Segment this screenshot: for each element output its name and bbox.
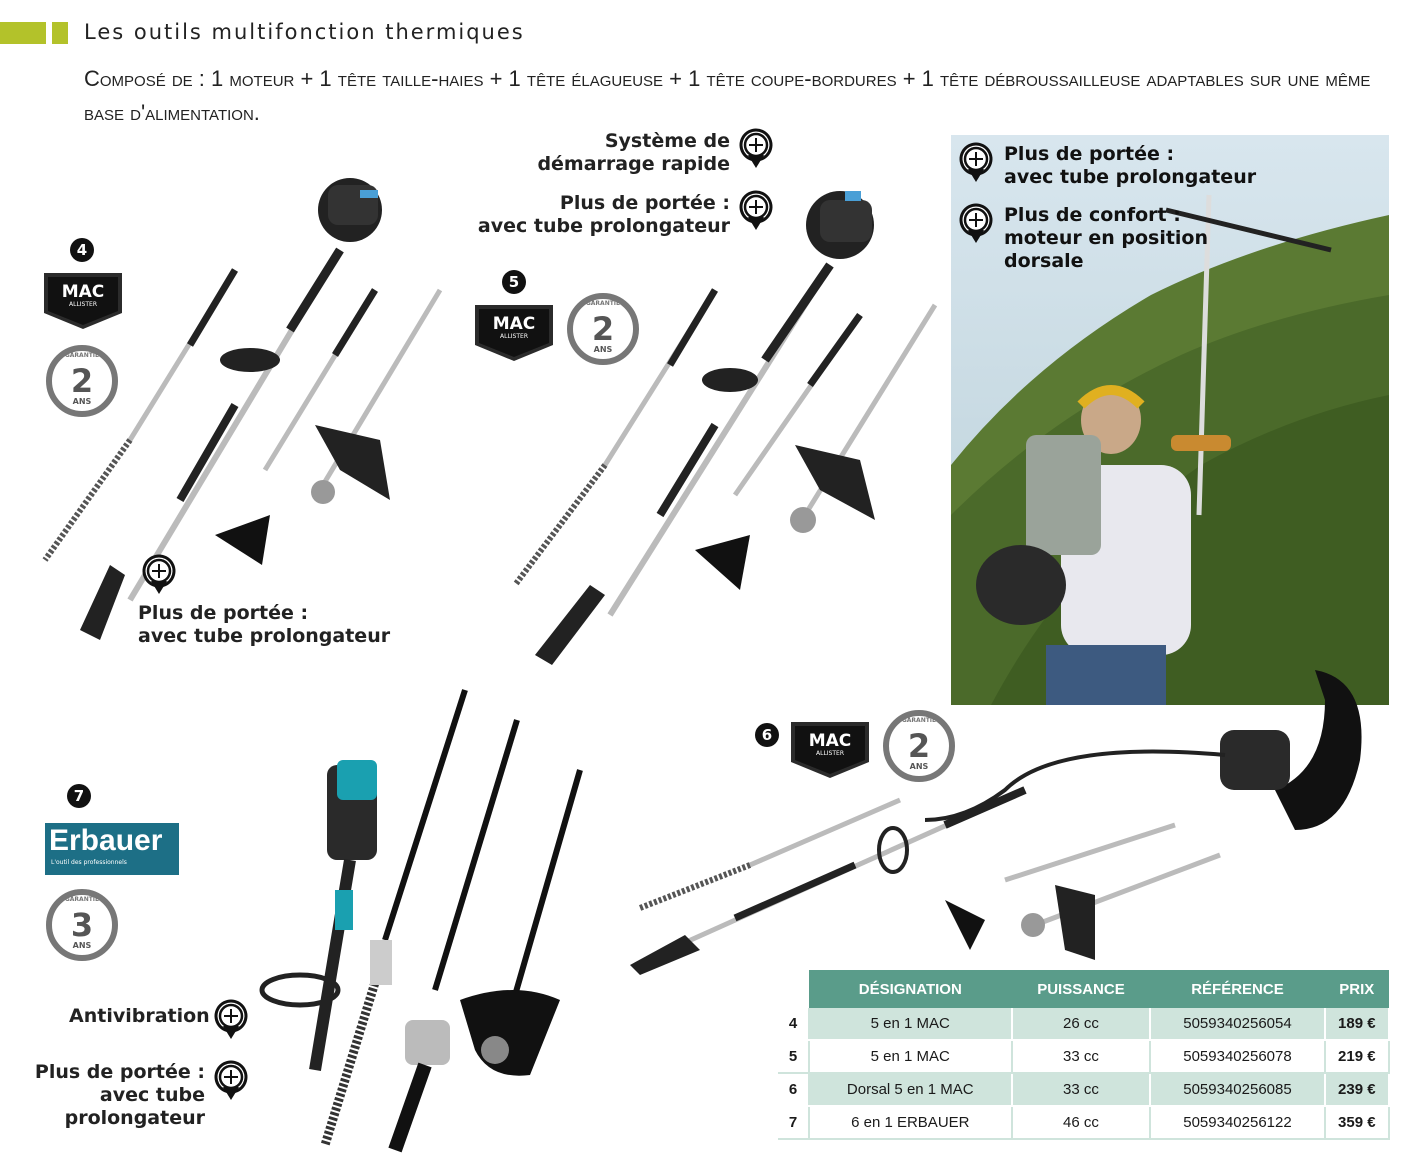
brand-text: Erbauer	[49, 824, 163, 857]
plus-pin-icon	[142, 554, 176, 596]
feature-text: Plus de portée : avec tube prolongateur	[470, 192, 730, 238]
table-header-designation: DÉSIGNATION	[809, 970, 1012, 1008]
page-subtitle: Composé de : 1 moteur + 1 tête taille-ha…	[84, 66, 1371, 125]
product-4-tools-image	[42, 178, 443, 640]
brand-subtext: ALLISTER	[816, 750, 844, 757]
product-number-badge: 7	[67, 784, 91, 808]
table-row: 5 5 en 1 MAC 33 cc 5059340256078 219 €	[778, 1040, 1391, 1074]
table-row: 4 5 en 1 MAC 26 cc 5059340256054 189 €	[778, 1008, 1391, 1041]
guarantee-badge: GARANTIE 2 ANS	[46, 345, 118, 417]
feature-line: Système de	[604, 130, 730, 152]
feature-line: dorsale	[1004, 250, 1084, 272]
table-header-row: DÉSIGNATION PUISSANCE RÉFÉRENCE PRIX	[778, 970, 1389, 1008]
product-6-photo	[951, 135, 1389, 705]
feature-line: Plus de portée :	[559, 192, 730, 214]
feature-line: Plus de confort :	[1004, 204, 1181, 226]
plus-pin-icon	[959, 203, 993, 245]
feature-text: Plus de confort : moteur en position dor…	[1004, 204, 1208, 273]
guarantee-unit: ANS	[73, 941, 92, 950]
guarantee-label: GARANTIE	[902, 717, 936, 724]
header-accent-bar	[0, 22, 46, 44]
cell-designation: Dorsal 5 en 1 MAC	[809, 1073, 1013, 1107]
feature-line: avec tube prolongateur	[138, 625, 391, 647]
cell-reference: 5059340256054	[1150, 1008, 1326, 1041]
guarantee-badge: GARANTIE 3 ANS	[46, 889, 118, 961]
feature-text: Plus de portée : avec tube prolongateur	[1004, 143, 1256, 189]
brand-tagline: L'outil des professionnels	[51, 859, 127, 866]
row-index: 5	[778, 1040, 810, 1074]
mac-allister-logo: MAC ALLISTER	[44, 273, 122, 329]
guarantee-unit: ANS	[910, 762, 929, 771]
product-5-tools-image	[512, 191, 938, 665]
guarantee-label: GARANTIE	[65, 896, 99, 903]
cell-designation: 5 en 1 MAC	[809, 1008, 1013, 1041]
brand-subtext: ALLISTER	[69, 301, 97, 308]
product-number-badge: 5	[502, 270, 526, 294]
cell-prix: 359 €	[1324, 1106, 1391, 1140]
feature-line: Plus de portée :	[138, 602, 309, 624]
feature-line: avec tube	[99, 1084, 205, 1106]
product-7-tools-image	[259, 689, 583, 1153]
table-row: 6 Dorsal 5 en 1 MAC 33 cc 5059340256085 …	[778, 1073, 1391, 1107]
header-accent-bar-small	[52, 22, 68, 44]
plus-pin-icon	[214, 999, 248, 1041]
product-table: DÉSIGNATION PUISSANCE RÉFÉRENCE PRIX 4 5…	[778, 970, 1391, 1140]
brand-text: MAC	[62, 282, 105, 302]
feature-line: démarrage rapide	[537, 153, 730, 175]
table-header-blank	[778, 970, 809, 1008]
product-6-tools-image	[630, 670, 1362, 975]
feature-line: avec tube prolongateur	[477, 215, 730, 237]
cell-puissance: 33 cc	[1011, 1040, 1152, 1074]
feature-line: prolongateur	[64, 1107, 205, 1129]
guarantee-years: 3	[71, 906, 93, 944]
brand-text: MAC	[493, 314, 536, 334]
product-number-badge: 6	[755, 723, 779, 747]
feature-text: Système de démarrage rapide	[520, 130, 730, 176]
table-header-puissance: PUISSANCE	[1011, 970, 1151, 1008]
cell-puissance: 33 cc	[1011, 1073, 1152, 1107]
cell-reference: 5059340256078	[1150, 1040, 1326, 1074]
erbauer-logo: Erbauer L'outil des professionnels	[45, 823, 179, 875]
cell-reference: 5059340256122	[1150, 1106, 1326, 1140]
cell-puissance: 46 cc	[1011, 1106, 1152, 1140]
guarantee-unit: ANS	[594, 345, 613, 354]
brand-subtext: ALLISTER	[500, 333, 528, 340]
feature-text: Plus de portée : avec tube prolongateur	[30, 1061, 205, 1130]
feature-text: Plus de portée : avec tube prolongateur	[138, 602, 390, 648]
cell-puissance: 26 cc	[1011, 1008, 1152, 1041]
feature-text: Antivibration	[69, 1005, 210, 1027]
mac-allister-logo: MAC ALLISTER	[475, 305, 553, 361]
cell-prix: 219 €	[1324, 1040, 1391, 1074]
table-header-reference: RÉFÉRENCE	[1150, 970, 1325, 1008]
guarantee-years: 2	[592, 310, 614, 348]
guarantee-unit: ANS	[73, 397, 92, 406]
row-index: 4	[778, 1008, 810, 1041]
cell-designation: 5 en 1 MAC	[809, 1040, 1013, 1074]
plus-pin-icon	[214, 1060, 248, 1102]
cell-reference: 5059340256085	[1150, 1073, 1326, 1107]
cell-designation: 6 en 1 ERBAUER	[809, 1106, 1013, 1140]
feature-line: Plus de portée :	[1004, 143, 1175, 165]
table-row: 7 6 en 1 ERBAUER 46 cc 5059340256122 359…	[778, 1106, 1391, 1140]
guarantee-badge: GARANTIE 2 ANS	[883, 710, 955, 782]
product-number-badge: 4	[70, 238, 94, 262]
cell-prix: 239 €	[1324, 1073, 1391, 1107]
guarantee-years: 2	[908, 727, 930, 765]
plus-pin-icon	[739, 128, 773, 170]
guarantee-badge: GARANTIE 2 ANS	[567, 293, 639, 365]
table-header-prix: PRIX	[1324, 970, 1389, 1008]
row-index: 7	[778, 1106, 810, 1140]
plus-pin-icon	[959, 142, 993, 184]
mac-allister-logo: MAC ALLISTER	[791, 722, 869, 778]
feature-line: Plus de portée :	[34, 1061, 205, 1083]
feature-line: moteur en position	[1004, 227, 1209, 249]
row-index: 6	[778, 1073, 810, 1107]
feature-line: avec tube prolongateur	[1004, 166, 1257, 188]
guarantee-label: GARANTIE	[586, 300, 620, 307]
cell-prix: 189 €	[1324, 1008, 1391, 1041]
page-title: Les outils multifonction thermiques	[84, 20, 525, 44]
guarantee-years: 2	[71, 362, 93, 400]
guarantee-label: GARANTIE	[65, 352, 99, 359]
brand-text: MAC	[809, 731, 852, 751]
